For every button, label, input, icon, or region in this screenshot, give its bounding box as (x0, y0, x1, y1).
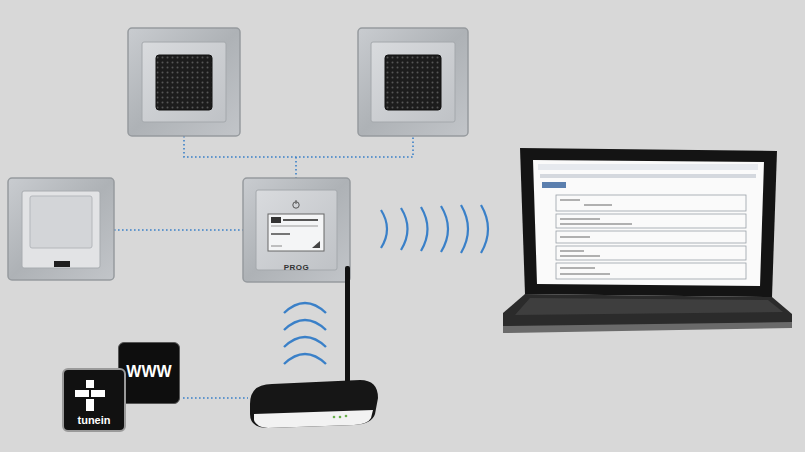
device-label: PROG (243, 263, 350, 272)
tunein-logo (75, 380, 105, 411)
screen-line (271, 246, 282, 247)
station-indicator (54, 261, 70, 267)
speaker (128, 28, 240, 136)
wifi-arc (461, 205, 468, 253)
window-bar (538, 164, 758, 170)
unit-frame (243, 178, 350, 282)
content-line (560, 237, 590, 238)
station-wire (114, 229, 243, 231)
page-lines (560, 200, 632, 274)
speaker (358, 28, 468, 136)
content-box (556, 214, 746, 228)
device-wire (295, 157, 297, 178)
unit-screen (268, 214, 324, 251)
content-line (560, 256, 600, 257)
wifi-arc (481, 205, 488, 253)
wifi-arc (284, 337, 326, 347)
speaker-wire (184, 136, 413, 157)
wifi-arc (284, 354, 326, 364)
content-box (556, 195, 746, 211)
content-line (560, 224, 632, 225)
control-unit-node: PROG (243, 178, 350, 282)
speaker-grille (385, 55, 441, 110)
wifi-arc (284, 320, 326, 330)
station-slot (30, 196, 92, 248)
router (250, 266, 378, 428)
laptop (503, 148, 792, 333)
service-label: tunein (64, 414, 124, 426)
speaker-frame (358, 28, 468, 136)
router-front (254, 410, 373, 428)
router-led (345, 415, 348, 418)
content-line (560, 274, 610, 275)
speaker-frame (128, 28, 240, 136)
unit-plate (256, 190, 337, 270)
control-unit (243, 178, 350, 282)
laptop-display (533, 160, 764, 286)
wifi-arc (441, 206, 448, 252)
wifi-waves (381, 205, 488, 253)
page-content (556, 195, 746, 279)
content-box (556, 231, 746, 243)
content-line (560, 251, 584, 252)
service-icon: WWW (118, 342, 180, 404)
docking-station (8, 178, 114, 280)
wifi-arc (401, 208, 408, 250)
logo-block (86, 399, 94, 411)
station-frame (8, 178, 114, 280)
logo-block (91, 390, 105, 397)
screen-icon (271, 217, 281, 223)
content-line (560, 268, 595, 269)
content-box (556, 246, 746, 260)
logo-block (75, 390, 89, 397)
screen-line (271, 233, 290, 235)
content-line (560, 219, 600, 220)
router-waves (284, 303, 326, 364)
router-body (250, 380, 378, 428)
content-line (584, 205, 612, 206)
signal-icon (312, 241, 320, 248)
wifi-arc (421, 207, 428, 251)
window-logo (542, 182, 566, 188)
logo-block (86, 380, 94, 388)
power-button (296, 200, 297, 204)
speaker-plate (142, 42, 226, 122)
window-toolbar (540, 174, 756, 178)
laptop-bezel (520, 148, 777, 297)
service-label: WWW (119, 363, 179, 381)
screen-line (283, 219, 318, 221)
wifi-arc (381, 210, 387, 248)
laptop-keyboard (515, 298, 783, 315)
wifi-arc (284, 303, 326, 313)
router-led (339, 416, 342, 419)
speaker-grille (156, 55, 212, 110)
station-plate (22, 191, 100, 268)
content-box (556, 263, 746, 279)
screen-line (271, 226, 318, 227)
router-antenna (345, 266, 350, 386)
content-line (560, 200, 580, 201)
internet-wire (183, 397, 248, 399)
service-icon: tunein (62, 368, 126, 432)
router-led (333, 416, 336, 419)
speaker-plate (371, 42, 455, 122)
laptop-edge (503, 322, 792, 333)
